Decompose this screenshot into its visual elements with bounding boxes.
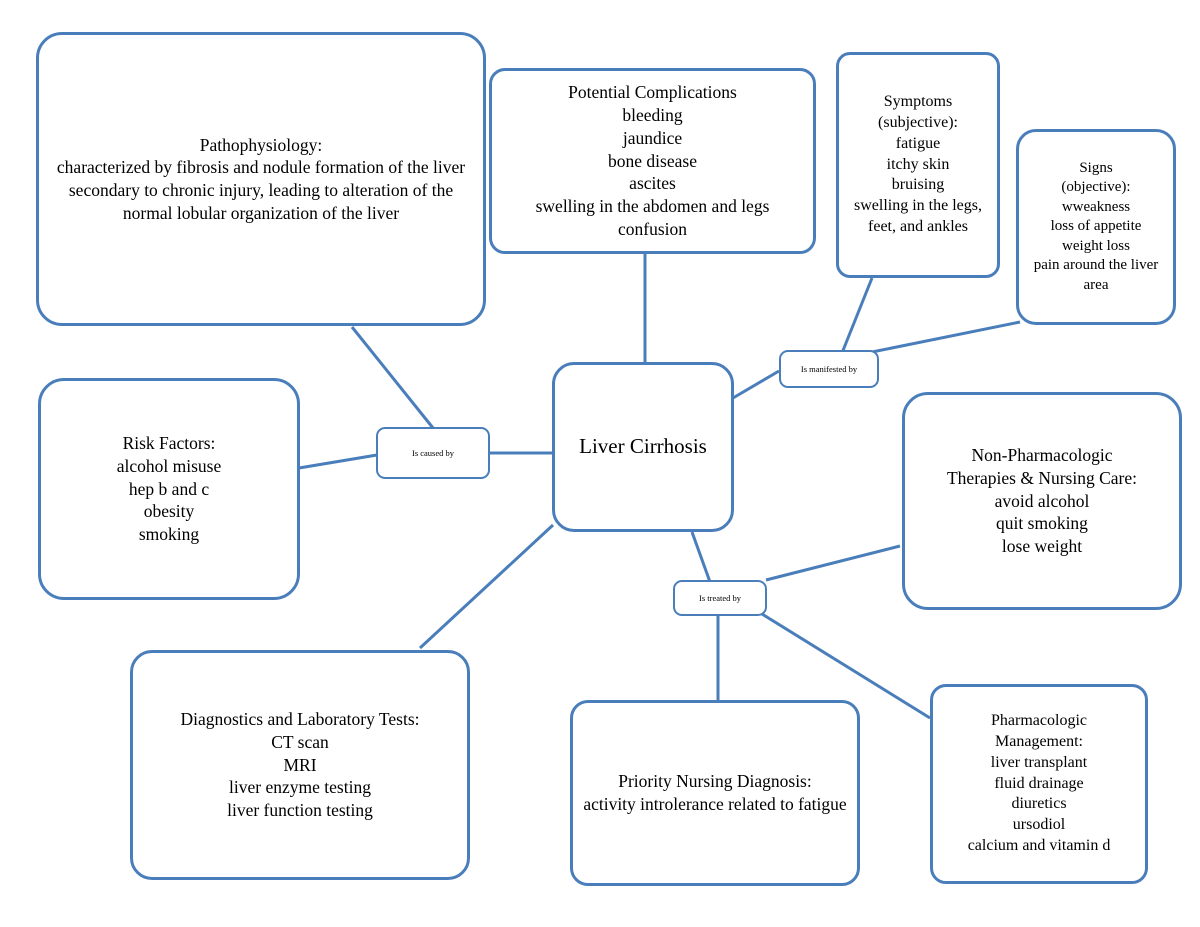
list-item: wweakness <box>1061 198 1131 215</box>
node-liver-cirrhosis[interactable]: Liver Cirrhosis <box>552 362 734 532</box>
node-pathophysiology[interactable]: Pathophysiology: characterized by fibros… <box>36 32 486 326</box>
list-item: loss of appetite <box>1050 218 1142 235</box>
list-item: jaundice <box>622 127 683 148</box>
node-diagnostics-and-laboratory-tests[interactable]: Diagnostics and Laboratory Tests: CT sca… <box>130 650 470 880</box>
list-item: bone disease <box>608 150 697 171</box>
list-item: quit smoking <box>996 513 1088 534</box>
node-non-pharmacologic-title-line1: Non-Pharmacologic <box>971 445 1113 466</box>
node-priority-nursing-diagnosis-title: Priority Nursing Diagnosis: <box>618 771 812 792</box>
list-item: bleeding <box>622 105 683 126</box>
node-potential-complications-title: Potential Complications <box>568 82 737 103</box>
list-item: calcium and vitamin d <box>967 836 1111 854</box>
node-signs-title-line1: Signs <box>1079 159 1113 176</box>
edge-center-to-treated-by <box>690 531 712 583</box>
list-item: CT scan <box>271 731 329 752</box>
list-item: itchy skin <box>886 155 950 173</box>
connector-is-manifested-by-label: Is manifested by <box>800 364 858 374</box>
node-symptoms-title-line2: (subjective): <box>878 114 958 131</box>
node-signs[interactable]: Signs (objective): wweakness loss of app… <box>1016 129 1176 325</box>
list-item: fluid drainage <box>994 774 1084 792</box>
list-item: smoking <box>138 524 200 545</box>
list-item: liver transplant <box>990 753 1088 771</box>
list-item: weight loss <box>1062 237 1130 254</box>
node-diagnostics-title: Diagnostics and Laboratory Tests: <box>180 709 420 730</box>
edge-pathophysiology-to-caused-by <box>350 326 435 429</box>
connector-is-caused-by[interactable]: Is caused by <box>376 427 490 479</box>
edge-treated-by-to-non-pharmacologic <box>765 544 901 582</box>
list-item: avoid alcohol <box>994 490 1090 511</box>
node-pharmacologic-title-line1: Pharmacologic <box>991 712 1087 730</box>
edge-risk-factors-to-caused-by <box>298 453 378 470</box>
node-symptoms-title-line1: Symptoms <box>883 93 953 111</box>
list-item: obesity <box>143 501 195 522</box>
connector-is-manifested-by[interactable]: Is manifested by <box>779 350 879 388</box>
edge-manifested-by-to-signs <box>871 320 1021 354</box>
node-non-pharmacologic-therapies[interactable]: Non-Pharmacologic Therapies & Nursing Ca… <box>902 392 1182 610</box>
list-item: diuretics <box>1011 795 1067 813</box>
node-pharmacologic-management[interactable]: Pharmacologic Management: liver transpla… <box>930 684 1148 884</box>
list-item: hep b and c <box>128 478 210 499</box>
list-item: liver function testing <box>227 800 373 821</box>
node-risk-factors-title: Risk Factors: <box>122 433 216 454</box>
connector-is-treated-by-label: Is treated by <box>698 593 741 603</box>
list-item: liver enzyme testing <box>229 777 371 798</box>
list-item: MRI <box>283 754 317 775</box>
list-item: swelling in the legs, feet, and ankles <box>854 197 982 235</box>
edge-center-to-diagnostics <box>418 523 555 650</box>
connector-is-caused-by-label: Is caused by <box>411 448 454 458</box>
list-item: confusion <box>617 218 688 239</box>
node-non-pharmacologic-title-line2: Therapies & Nursing Care: <box>946 467 1137 488</box>
list-item: ascites <box>629 173 676 194</box>
node-pharmacologic-title-line2: Management: <box>995 733 1083 750</box>
list-item: ursodiol <box>1012 816 1066 834</box>
node-pathophysiology-title: Pathophysiology: <box>199 134 323 155</box>
node-symptoms[interactable]: Symptoms (subjective): fatigue itchy ski… <box>836 52 1000 278</box>
node-risk-factors[interactable]: Risk Factors: alcohol misuse hep b and c… <box>38 378 300 600</box>
node-potential-complications[interactable]: Potential Complications bleeding jaundic… <box>489 68 816 254</box>
list-item: swelling in the abdomen and legs <box>535 196 770 217</box>
list-item: lose weight <box>1001 536 1083 557</box>
node-priority-nursing-diagnosis[interactable]: Priority Nursing Diagnosis: activity int… <box>570 700 860 886</box>
connector-is-treated-by[interactable]: Is treated by <box>673 580 767 616</box>
list-item: bruising <box>891 176 945 194</box>
node-priority-nursing-diagnosis-body: activity introlerance related to fatigue <box>583 794 847 814</box>
edge-manifested-by-to-symptoms <box>840 277 874 354</box>
node-signs-title-line2: (objective): <box>1061 179 1131 196</box>
edge-center-to-manifested-by <box>732 369 780 400</box>
node-pathophysiology-body: characterized by fibrosis and nodule for… <box>56 157 466 223</box>
list-item: fatigue <box>895 134 941 152</box>
list-item: pain around the liver area <box>1033 257 1159 293</box>
node-liver-cirrhosis-label: Liver Cirrhosis <box>579 434 707 459</box>
list-item: alcohol misuse <box>116 455 222 476</box>
